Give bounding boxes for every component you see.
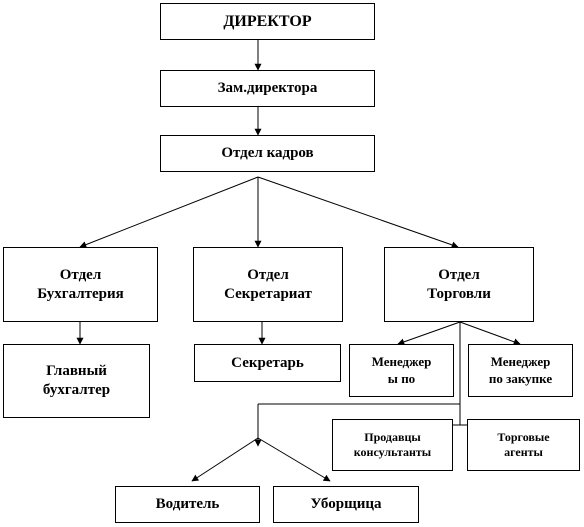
arrow-driver	[191, 437, 259, 482]
purchase-manager-box: Менеджер по закупке	[468, 344, 573, 397]
arrow-trade-purchase-manager	[459, 321, 521, 346]
arrow-hr-trade	[257, 176, 459, 249]
trade-department-box: Отдел Торговли	[384, 247, 534, 322]
sales-consultants-box: Продавцы консультанты	[332, 419, 453, 471]
cleaner-box: Уборщица	[273, 486, 419, 523]
chief-accountant-box: Главный бухгалтер	[3, 344, 150, 418]
secretariat-department-box: Отдел Секретариат	[193, 247, 343, 322]
secretary-box: Секретарь	[194, 344, 341, 382]
deputy-director-box: Зам.директора	[160, 70, 375, 107]
accounting-department-box: Отдел Бухгалтерия	[3, 247, 158, 322]
arrow-hr-accounting	[79, 176, 259, 248]
director-box: ДИРЕКТОР	[160, 3, 375, 40]
hr-department-box: Отдел кадров	[160, 135, 375, 172]
sales-manager-box: Менеджер ы по	[349, 344, 454, 397]
arrow-trade-sales-manager	[397, 321, 461, 346]
trade-agents-box: Торговые агенты	[467, 419, 580, 471]
driver-box: Водитель	[115, 486, 260, 523]
arrow-cleaner	[257, 437, 331, 482]
